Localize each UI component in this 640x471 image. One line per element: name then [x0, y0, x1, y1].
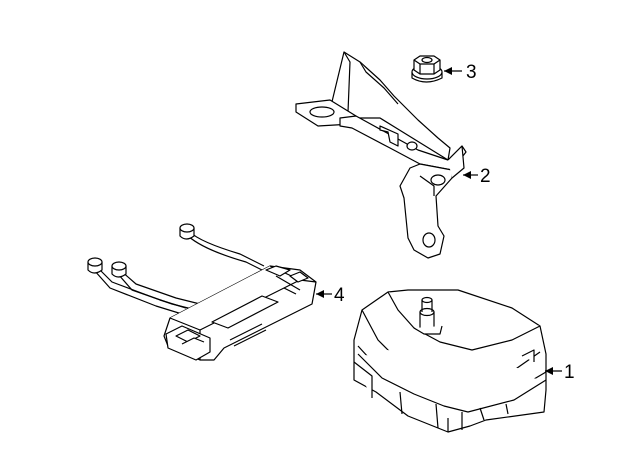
callout-2: 2	[463, 166, 491, 187]
connector-plug-middle	[112, 262, 126, 277]
nut-part	[412, 56, 442, 82]
sensor-module-part	[354, 290, 546, 432]
connector-plug-top	[180, 224, 194, 239]
bracket-part	[296, 52, 466, 258]
callout-number-3: 3	[466, 62, 477, 83]
antenna-module-part	[88, 224, 316, 360]
callout-number-2: 2	[480, 166, 491, 187]
callout-number-1: 1	[564, 362, 575, 383]
callout-number-4: 4	[334, 285, 345, 306]
callout-4: 4	[316, 285, 345, 306]
callout-3: 3	[444, 62, 477, 83]
callout-1: 1	[545, 362, 575, 383]
connector-plug-left	[88, 258, 102, 273]
